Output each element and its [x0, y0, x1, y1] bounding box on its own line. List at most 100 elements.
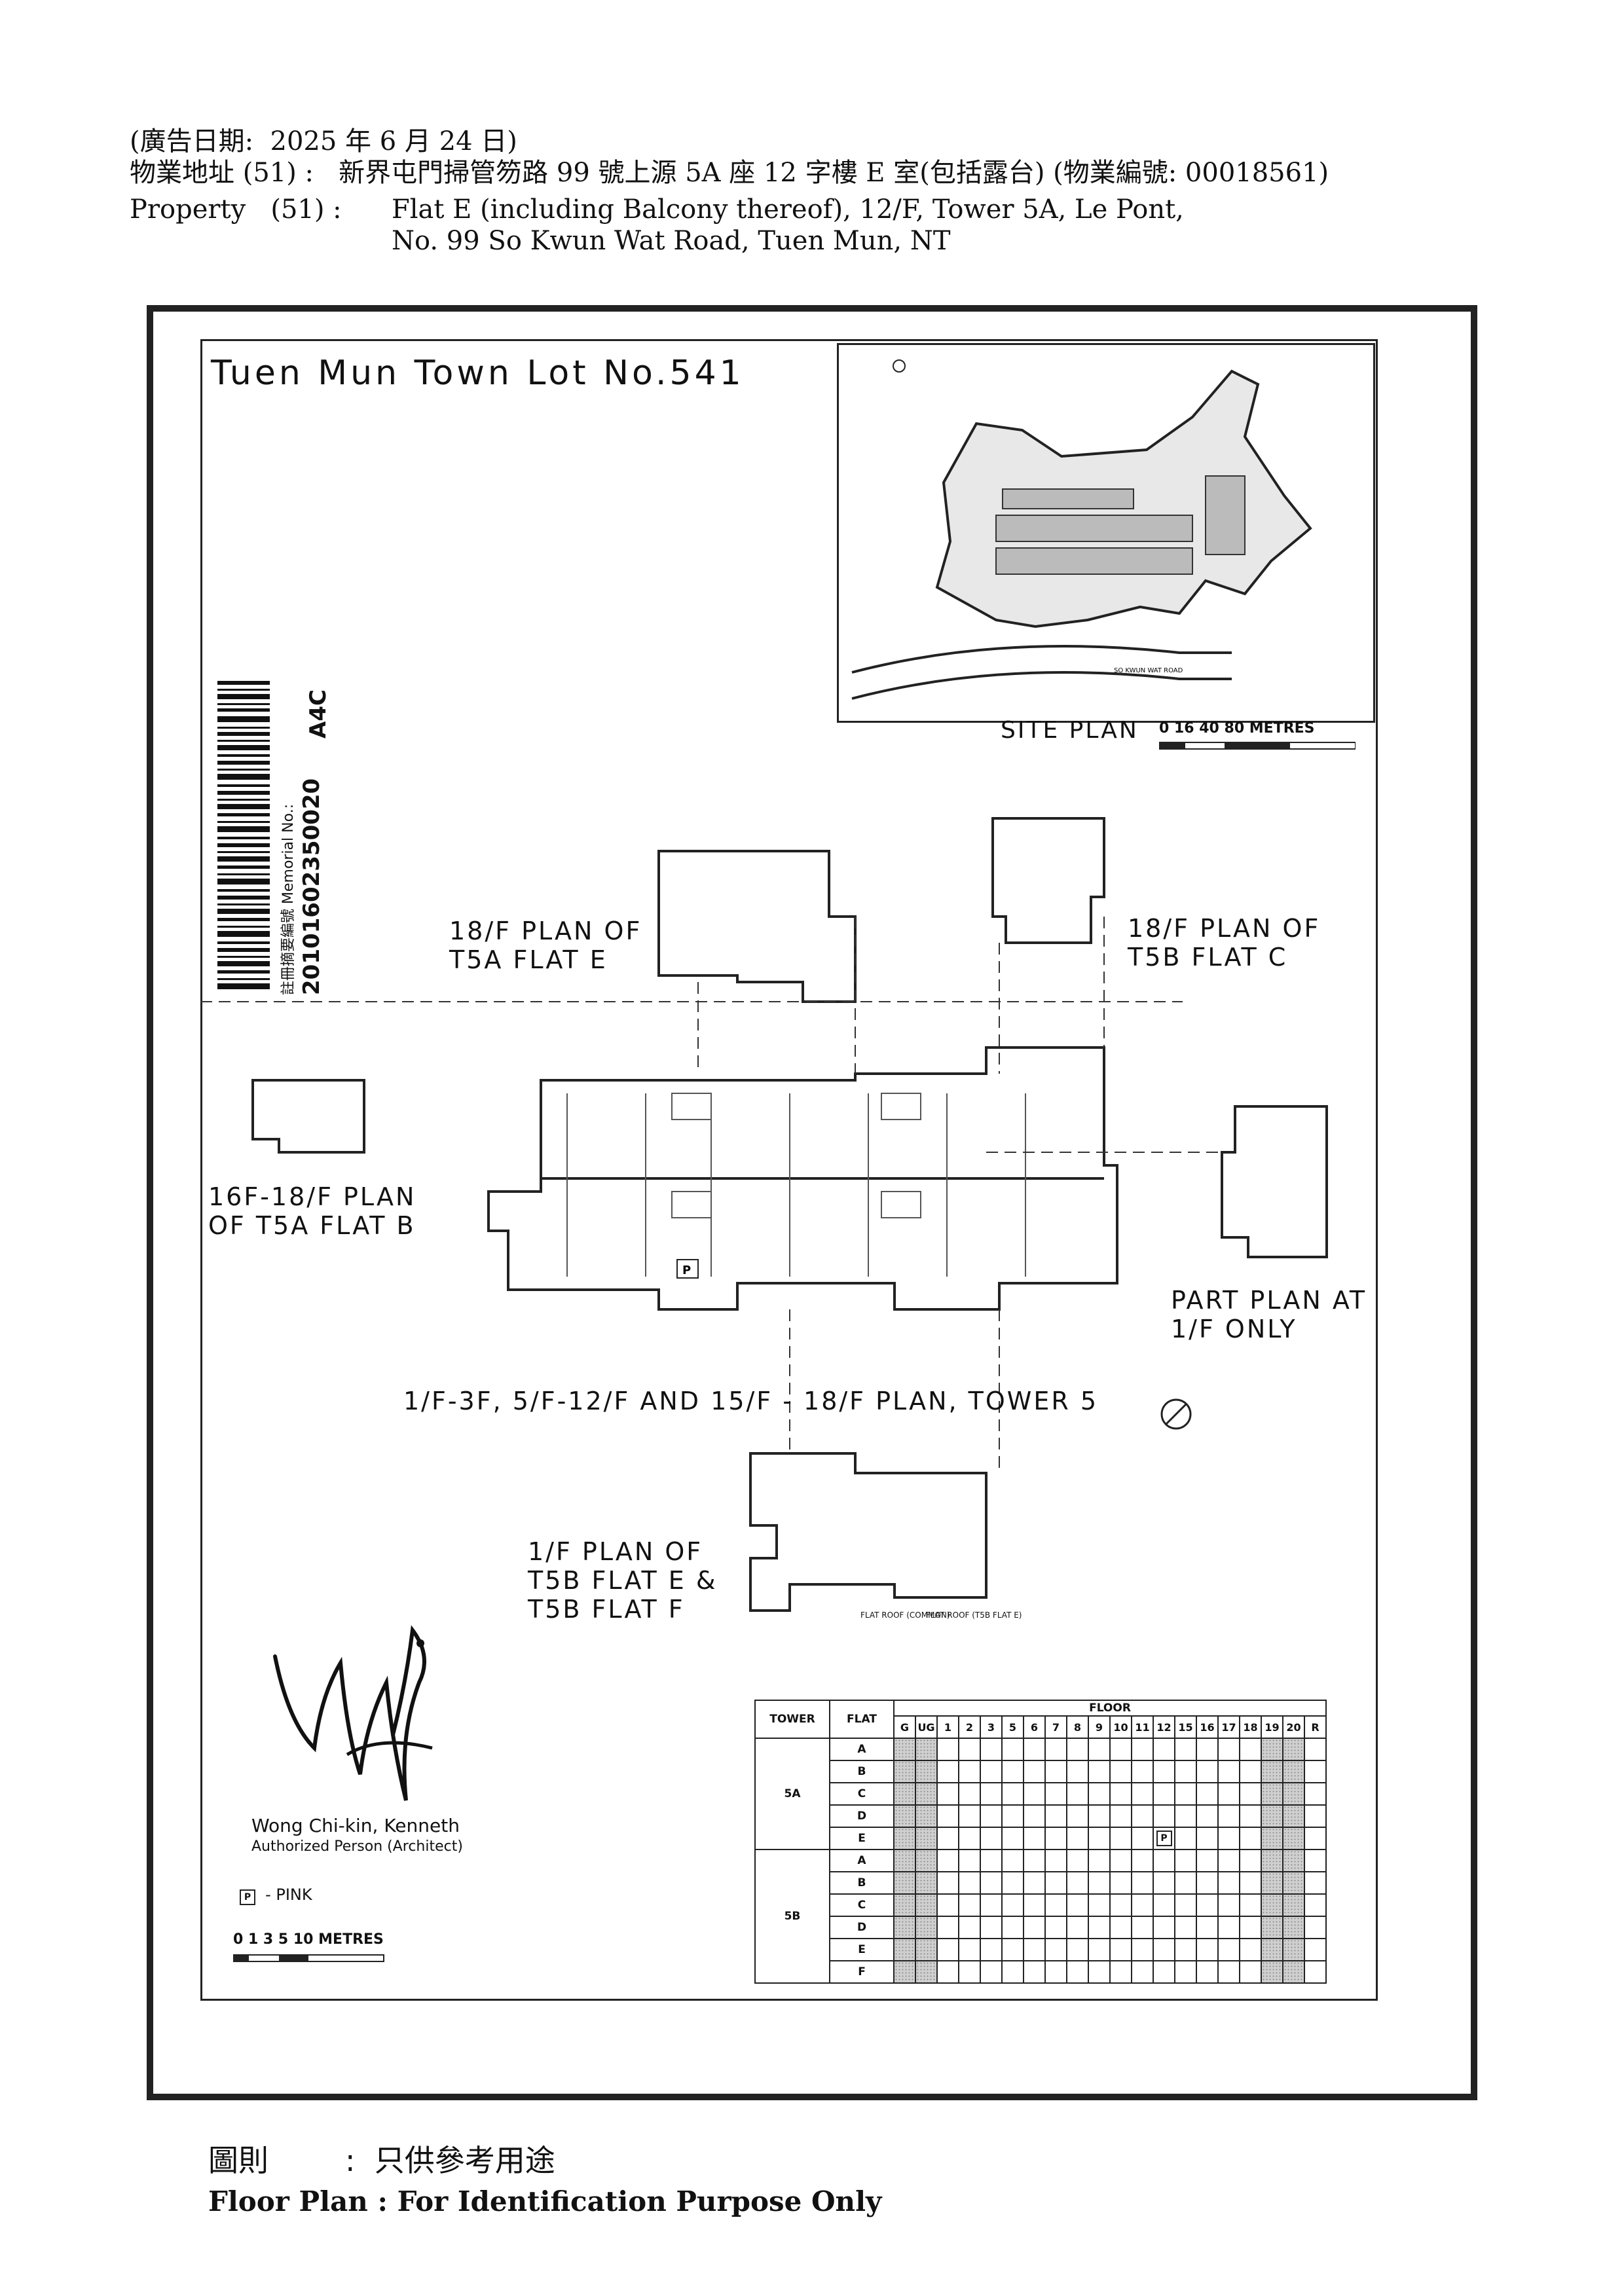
table-row: E [755, 1938, 1327, 1961]
floor-cell [1001, 1738, 1024, 1761]
floor-cell [1109, 1738, 1132, 1761]
floor-cell [1044, 1871, 1067, 1895]
floor-cell [1088, 1827, 1111, 1850]
floor-cell [1131, 1827, 1154, 1850]
floor-cell [893, 1738, 916, 1761]
floor-cell [1196, 1871, 1219, 1895]
floor-cell [915, 1760, 938, 1783]
memorial-barcode [217, 681, 348, 995]
floor-cell [1109, 1849, 1132, 1872]
floor-cell [1217, 1893, 1240, 1917]
floor-cell [1261, 1827, 1283, 1850]
floor-cell [893, 1916, 916, 1939]
floor-cell [1174, 1893, 1197, 1917]
label-typical-plan-tower5: 1/F-3F, 5/F-12/F AND 15/F - 18/F PLAN, T… [403, 1387, 1099, 1415]
tower-header: TOWER [754, 1700, 830, 1739]
floor-cell [1001, 1849, 1024, 1872]
floor-number-7: 7 [1044, 1715, 1067, 1739]
floor-cell [958, 1738, 981, 1761]
floor-cell [1196, 1782, 1219, 1806]
floor-cell [1304, 1738, 1327, 1761]
floor-cell [1023, 1738, 1046, 1761]
floor-cell [1044, 1804, 1067, 1828]
floor-cell [1066, 1871, 1089, 1895]
floor-cell [1261, 1760, 1283, 1783]
property-address-zh: 物業地址 (51) : 新界屯門掃管笏路 99 號上源 5A 座 12 字樓 E… [130, 158, 1329, 188]
architect-signature [273, 1625, 433, 1801]
floor-cell [1261, 1804, 1283, 1828]
floor-cell [1131, 1849, 1154, 1872]
floor-cell [1109, 1871, 1132, 1895]
floor-cell [980, 1804, 1003, 1828]
floor-cell [1044, 1827, 1067, 1850]
floor-cell [936, 1893, 959, 1917]
floor-cell [1153, 1916, 1175, 1939]
table-row: C [755, 1782, 1327, 1806]
floor-cell [1066, 1960, 1089, 1984]
label-flat-roof-t5b-e: FLAT ROOF (T5B FLAT E) [926, 1611, 1022, 1620]
floor-number-2: 2 [958, 1715, 981, 1739]
floor-cell [1282, 1938, 1305, 1961]
floor-cell [936, 1760, 959, 1783]
floor-cell [1217, 1916, 1240, 1939]
flat-cell: D [829, 1916, 895, 1939]
floor-cell [1282, 1916, 1305, 1939]
floor-cell [1023, 1849, 1046, 1872]
floor-cell [1282, 1738, 1305, 1761]
footer-zh-text: : 只供參考用途 [344, 2143, 555, 2178]
footer-zh: 圖則 : 只供參考用途 [208, 2137, 555, 2180]
floor-number-15: 15 [1174, 1715, 1197, 1739]
site-plan-drawing: SO KWUN WAT ROAD [851, 359, 1312, 700]
floor-cell [915, 1938, 938, 1961]
floor-cell [1261, 1960, 1283, 1984]
floor-cell [1023, 1893, 1046, 1917]
floor-cell [1217, 1782, 1240, 1806]
floor-cell [1066, 1916, 1089, 1939]
floor-number-5: 5 [1001, 1715, 1024, 1739]
floor-cell [1109, 1782, 1132, 1806]
inner-frame [200, 339, 1378, 2001]
floor-cell [958, 1760, 981, 1783]
floor-cell [980, 1782, 1003, 1806]
floor-cell [915, 1782, 938, 1806]
footer-zh-label: 圖則 [208, 2143, 268, 2178]
floor-cell [893, 1871, 916, 1895]
floor-cell [1217, 1960, 1240, 1984]
floor-cell [1304, 1893, 1327, 1917]
floor-cell [1196, 1960, 1219, 1984]
floor-plan-drawing: P [200, 817, 1328, 1612]
floor-cell [1196, 1849, 1219, 1872]
floor-cell [1109, 1893, 1132, 1917]
floor-number-16: 16 [1196, 1715, 1219, 1739]
floor-cell [1239, 1893, 1262, 1917]
floor-cell [980, 1916, 1003, 1939]
floor-number-12: 12 [1153, 1715, 1175, 1739]
floor-cell [915, 1849, 938, 1872]
plan-scale-bar [233, 1954, 384, 1962]
floor-number-3: 3 [980, 1715, 1003, 1739]
floor-cell [1217, 1760, 1240, 1783]
floor-cell [1023, 1782, 1046, 1806]
floor-cell [1261, 1849, 1283, 1872]
floor-cell [1174, 1760, 1197, 1783]
floor-cell [1001, 1782, 1024, 1806]
floor-cell [1217, 1849, 1240, 1872]
floor-cell [893, 1893, 916, 1917]
flat-cell: F [829, 1960, 895, 1984]
floor-cell [1153, 1738, 1175, 1761]
floor-number-20: 20 [1282, 1715, 1305, 1739]
floor-cell [1217, 1938, 1240, 1961]
floor-cell [893, 1760, 916, 1783]
floor-cell [1109, 1760, 1132, 1783]
floor-cell [1196, 1827, 1219, 1850]
signatory-title: Authorized Person (Architect) [251, 1838, 463, 1855]
floor-cell [1282, 1871, 1305, 1895]
flat-cell: E [829, 1827, 895, 1850]
floor-cell [1261, 1938, 1283, 1961]
floor-cell [1282, 1960, 1305, 1984]
